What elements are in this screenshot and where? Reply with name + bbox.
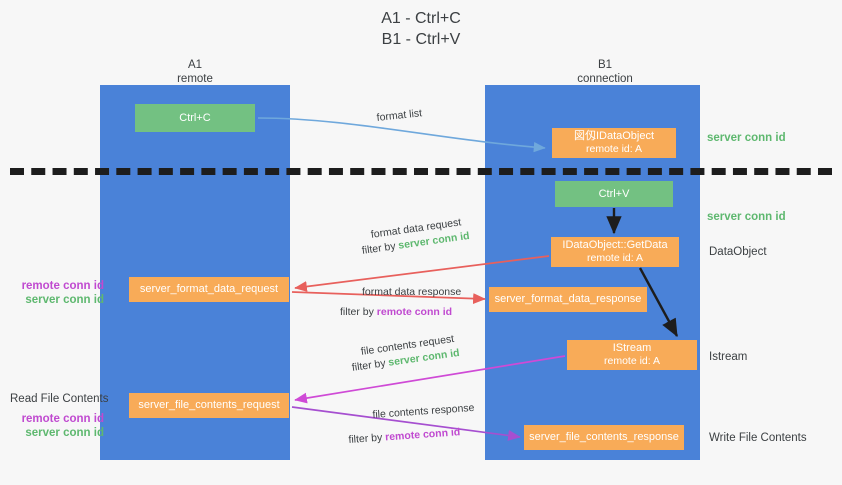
node-ctrl-c-label: Ctrl+C (179, 111, 211, 124)
edge-label-format-list: format list (376, 107, 423, 124)
node-istream-line1: IStream (612, 342, 652, 354)
node-server-format-data-response[interactable]: server_format_data_response (489, 287, 647, 312)
annotation-conn-ids-lower: remote conn id server conn id (12, 412, 104, 440)
node-server-format-data-request-label: server_format_data_request (139, 283, 279, 295)
annotation-read-file-contents: Read File Contents (10, 393, 109, 405)
lane-a1-role: remote (177, 73, 213, 85)
lane-b1-name: B1 (597, 59, 613, 71)
edge-label-file-contents-response-filter: filter by remote conn id (348, 425, 461, 447)
annotation-conn-ids-upper: remote conn id server conn id (12, 279, 104, 307)
title-line-1: A1 - Ctrl+C (381, 10, 461, 27)
remote-conn-id-text: remote conn id (376, 306, 453, 318)
node-ctrl-v-label: Ctrl+V (598, 187, 630, 200)
edge-label-format-data-response-filter: filter by remote conn id (340, 305, 452, 319)
node-server-file-contents-response-label: server_file_contents_response (529, 431, 679, 443)
lane-header-a1: A1 remote (135, 58, 255, 86)
remote-conn-id-text: remote conn id (384, 426, 461, 444)
node-ctrl-c[interactable]: Ctrl+C (135, 104, 255, 132)
edge-label-file-contents-response: file contents response (372, 401, 475, 421)
node-server-file-contents-request[interactable]: server_file_contents_request (129, 393, 289, 418)
annotation-server-conn-id-top: server conn id (707, 132, 786, 144)
node-idataobject-line2: remote id: A (585, 143, 643, 155)
edge-label-format-data-response: format data response (362, 286, 462, 298)
node-idataobject-line1: 図仭IDataObject (573, 130, 655, 142)
node-istream[interactable]: IStream remote id: A (567, 340, 697, 370)
node-server-file-contents-request-label: server_file_contents_request (138, 399, 280, 411)
node-ctrl-v[interactable]: Ctrl+V (555, 181, 673, 207)
node-getdata-line1: IDataObject::GetData (562, 239, 668, 251)
filter-by-text: filter by (340, 306, 377, 318)
node-idataobject[interactable]: 図仭IDataObject remote id: A (552, 128, 676, 158)
title-line-2: B1 - Ctrl+V (381, 31, 461, 48)
page-title: A1 - Ctrl+C B1 - Ctrl+V (0, 8, 842, 50)
lane-b1-role: connection (577, 73, 633, 85)
separator-dashed-line (10, 168, 832, 175)
annotation-server-conn-id-mid: server conn id (707, 211, 786, 223)
annotation-write-file-contents: Write File Contents (709, 432, 807, 444)
lane-a1-name: A1 (187, 59, 203, 71)
annotation-remote-conn-id: remote conn id (21, 280, 104, 292)
annotation-server-conn-id: server conn id (25, 294, 104, 306)
node-server-format-data-response-label: server_format_data_response (494, 293, 642, 305)
annotation-remote-conn-id: remote conn id (21, 413, 104, 425)
filter-by-text: filter by (361, 239, 400, 257)
node-server-format-data-request[interactable]: server_format_data_request (129, 277, 289, 302)
filter-by-text: filter by (351, 356, 390, 374)
lane-header-b1: B1 connection (545, 58, 665, 86)
annotation-istream: Istream (709, 351, 748, 363)
node-getdata[interactable]: IDataObject::GetData remote id: A (551, 237, 679, 267)
annotation-dataobject: DataObject (709, 246, 767, 258)
filter-by-text: filter by (348, 431, 386, 446)
node-server-file-contents-response[interactable]: server_file_contents_response (524, 425, 684, 450)
node-getdata-line2: remote id: A (586, 252, 644, 264)
annotation-server-conn-id: server conn id (25, 427, 104, 439)
node-istream-line2: remote id: A (603, 355, 661, 367)
